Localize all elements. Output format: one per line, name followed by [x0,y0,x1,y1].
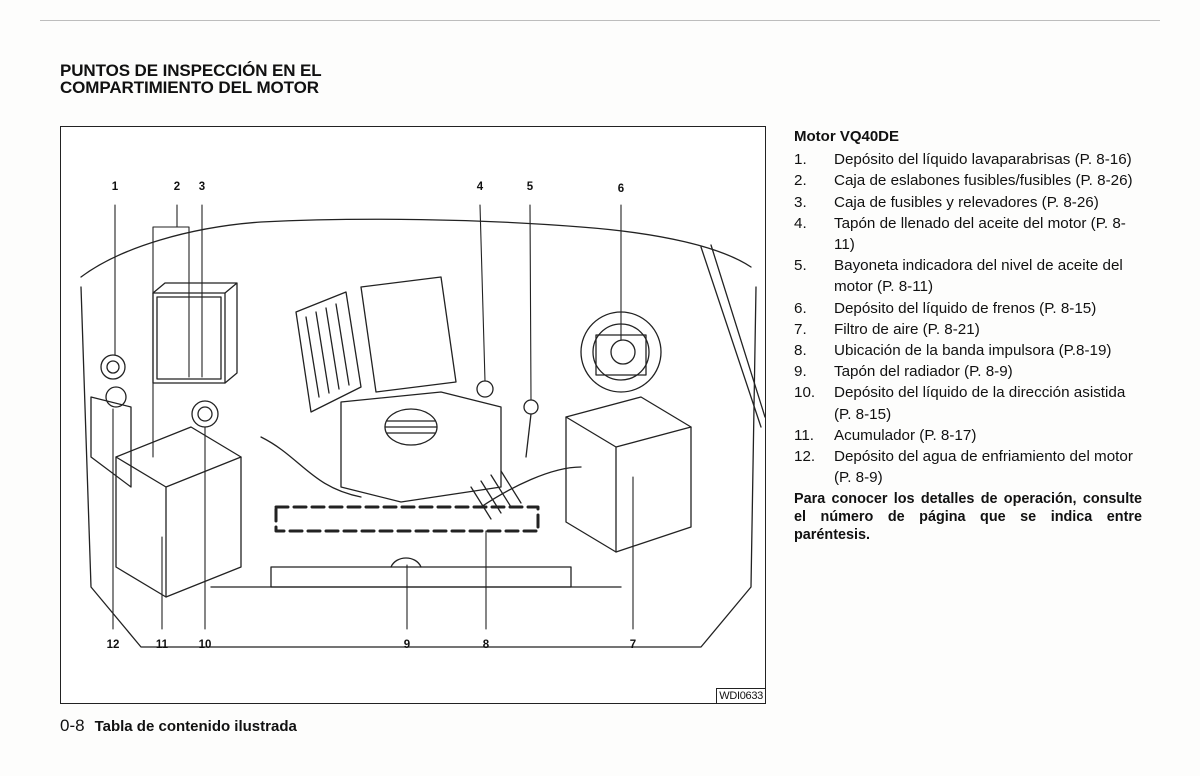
intake-bellows [470,470,522,520]
engine-compartment-illustration: 1 2 3 4 5 6 7 8 9 10 11 12 WDI0633 [60,126,766,704]
page-heading: PUNTOS DE INSPECCIÓN EN EL COMPARTIMIENT… [60,62,460,96]
callout-6: 6 [617,183,625,195]
legend-item-text: Tapón del radiador (P. 8-9) [834,363,1013,381]
callout-4: 4 [476,181,484,193]
radiator-support [270,566,572,588]
callout-5: 5 [526,181,534,193]
radiator-cap [390,557,422,568]
legend-item: 1. Depósito del líquido lavaparabrisas (P… [794,149,1142,170]
engine-cover [340,391,502,503]
legend-title: Motor VQ40DE [794,128,900,145]
washer-cap-inner [106,360,120,374]
legend-list: 1. Depósito del líquido lavaparabrisas (P… [794,149,1142,488]
legend-item: 6. Depósito del líquido de frenos (P. 8-1… [794,298,1142,319]
callout-7: 7 [629,639,637,651]
ps-reservoir-cap-inner [197,406,213,422]
page-footer: 0-8 Tabla de contenido ilustrada [60,716,297,736]
legend-note: Para conocer los detalles de operación, … [794,491,1142,544]
legend-item: 8. Ubicación de la banda impulsora (P.8-1… [794,340,1142,361]
legend-item: 2. Caja de eslabones fusibles/fusibles (P… [794,170,1142,191]
callout-10: 10 [198,639,212,651]
brake-reservoir [595,334,647,376]
legend-item: 11. Acumulador (P. 8-17) [794,425,1142,446]
callout-2: 2 [173,181,181,193]
battery-edges [115,456,242,598]
legend-item: 12. Depósito del agua de enfriamiento del… [794,446,1142,488]
engine-drawing [80,204,765,648]
legend-item-text: Caja de fusibles y relevadores (P. 8-26) [834,193,1099,211]
nissan-emblem-bars [384,420,438,434]
callout-11: 11 [155,639,169,651]
legend-item-number: 3. [794,193,807,211]
fender-outline [80,286,757,648]
top-rule [40,20,1160,21]
oil-filler-cap [476,380,494,398]
air-filter-edges [565,416,692,553]
valve-cover [360,276,457,393]
legend-item-number: 10. [794,384,816,402]
legend-item-text: Ubicación de la banda impulsora (P.8-19) [834,342,1112,360]
legend-item: 4. Tapón de llenado del aceite del motor … [794,213,1142,255]
hood-edge [80,218,752,278]
callout-3: 3 [198,181,206,193]
ps-reservoir-cap [191,400,219,428]
intake-manifold [295,291,362,413]
legend-item-number: 2. [794,172,807,190]
intake-tube-right [480,466,582,508]
legend-item-text: Depósito del líquido de la dirección asi… [834,384,1126,423]
intake-tube-upper [260,436,362,498]
washer-cap [100,354,126,380]
legend-item-text: Acumulador (P. 8-17) [834,426,977,444]
legend-item-number: 5. [794,257,807,275]
legend-item-number: 4. [794,214,807,232]
drive-belt-dashed-box [274,505,540,533]
right-strut [700,246,762,428]
legend-item: 5. Bayoneta indicadora del nivel de aceit… [794,255,1142,297]
dipstick-tube [525,413,532,458]
legend-item-text: Tapón de llenado del aceite del motor (P… [834,214,1126,254]
figure-code: WDI0633 [716,688,765,703]
fuse-box-top [152,282,238,384]
coolant-cap [105,386,127,408]
heading-line-2: COMPARTIMIENTO DEL MOTOR [60,78,319,97]
callout-12: 12 [106,639,120,651]
section-title: Tabla de contenido ilustrada [94,718,297,735]
legend-item-number: 12. [794,448,816,466]
legend-item-number: 1. [794,151,807,169]
legend-item: 3. Caja de fusibles y relevadores (P. 8-2… [794,192,1142,213]
legend-item-number: 7. [794,320,807,338]
dipstick-handle [523,399,539,415]
legend-item-text: Caja de eslabones fusibles/fusibles (P. … [834,172,1133,190]
component-legend: Motor VQ40DE 1. Depósito del líquido lava… [794,126,1142,544]
legend-item-number: 8. [794,342,807,360]
legend-item-text: Filtro de aire (P. 8-21) [834,320,980,338]
intake-ribs [305,303,350,398]
legend-item-text: Depósito del líquido lavaparabrisas (P. … [834,151,1132,169]
legend-item-number: 9. [794,363,807,381]
legend-item-number: 6. [794,299,807,317]
callout-8: 8 [482,639,490,651]
page-number: 0-8 [60,716,85,735]
legend-item-number: 11. [794,426,814,444]
leader-lines [112,204,634,630]
air-filter-box [565,396,692,553]
legend-item-text: Depósito del líquido de frenos (P. 8-15) [834,299,1097,317]
right-strut-2 [710,244,765,418]
battery-outline [115,426,242,598]
brake-reservoir-cap [610,339,636,365]
legend-item-text: Depósito del agua de enfriamiento del mo… [834,448,1133,487]
callout-9: 9 [403,639,411,651]
legend-item: 7. Filtro de aire (P. 8-21) [794,319,1142,340]
legend-item: 10. Depósito del líquido de la dirección … [794,382,1142,424]
coolant-reservoir [90,396,132,488]
legend-item: 9. Tapón del radiador (P. 8-9) [794,361,1142,382]
callout-1: 1 [111,181,119,193]
legend-item-text: Bayoneta indicadora del nivel de aceite … [834,257,1123,296]
heading-line-1: PUNTOS DE INSPECCIÓN EN EL [60,61,322,80]
